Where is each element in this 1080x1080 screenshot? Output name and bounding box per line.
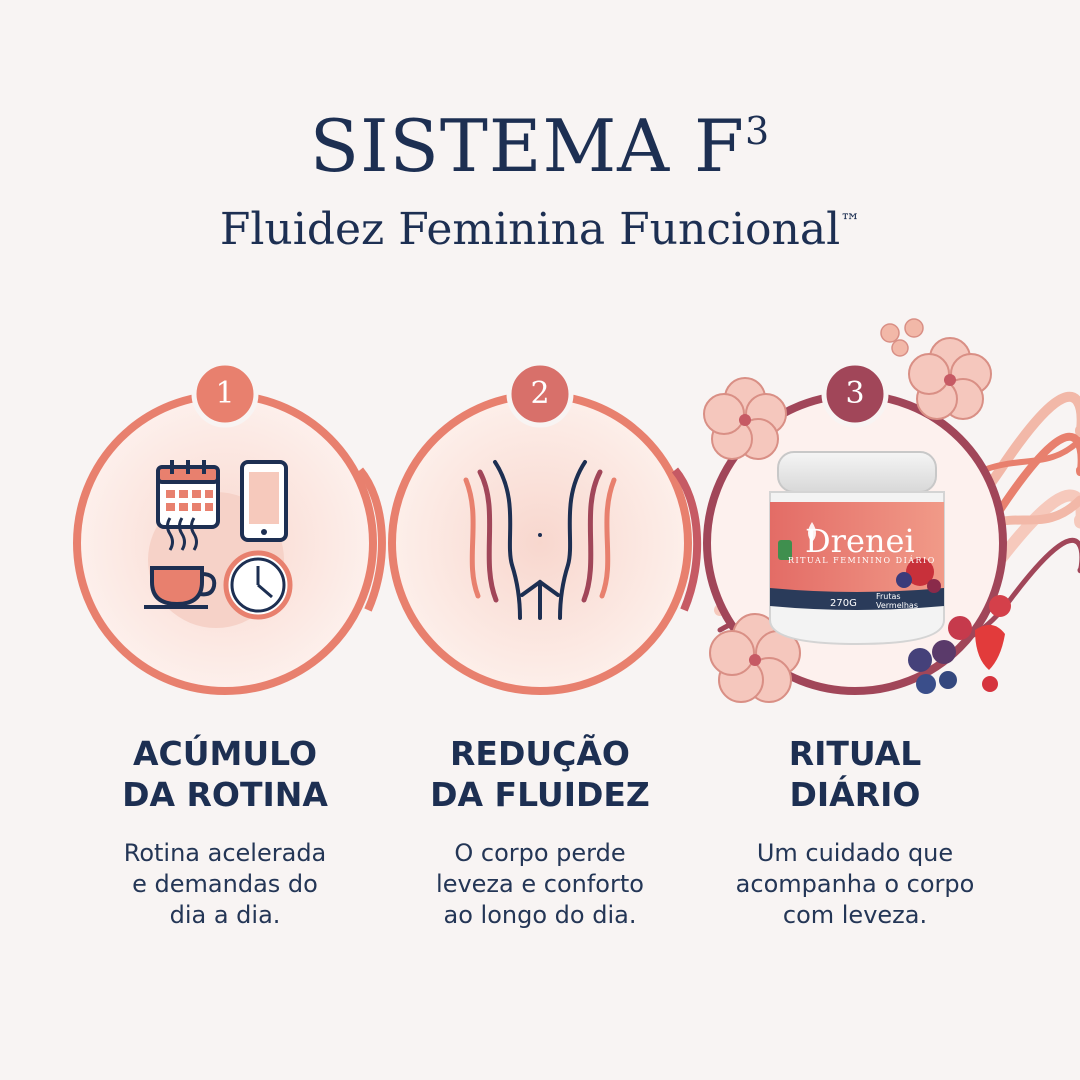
hibiscus-flower-icon — [703, 337, 992, 703]
page-subtitle: Fluidez Feminina Funcional™ — [219, 204, 861, 255]
clock-icon — [223, 550, 293, 620]
step-3-number: 3 — [845, 376, 865, 411]
coffee-cup-icon — [144, 517, 217, 609]
product-weight: 270G — [830, 598, 857, 609]
trademark-mark: ™ — [840, 209, 861, 233]
buds-icon — [880, 318, 924, 357]
connector-1-2 — [356, 467, 386, 612]
step-1-number: 1 — [215, 376, 235, 411]
step-3-heading: RITUAL DIÁRIO — [788, 734, 922, 815]
step-2-circle — [388, 391, 692, 695]
step-2-heading: REDUÇÃO DA FLUIDEZ — [430, 734, 650, 815]
connector-2-3 — [671, 467, 702, 612]
product-jar — [769, 451, 945, 646]
step-1-description: Rotina acelerada e demandas do dia a dia… — [123, 839, 327, 930]
step-3-description: Um cuidado que acompanha o corpo com lev… — [735, 839, 975, 930]
step-2-number: 2 — [530, 376, 550, 411]
step-1-heading: ACÚMULO DA ROTINA — [122, 734, 328, 815]
step-2-description: O corpo perde leveza e conforto ao longo… — [436, 839, 644, 930]
product-line: RITUAL FEMININO DIÁRIO — [788, 556, 936, 565]
step-3-badge — [821, 360, 889, 428]
step-2-badge — [506, 360, 574, 428]
smartphone-icon — [240, 460, 288, 542]
body-silhouette-icon — [463, 460, 617, 620]
page-title: SISTEMA F3 — [309, 104, 771, 188]
calendar-icon — [156, 460, 220, 529]
step-1-circle — [73, 391, 377, 695]
product-brand: Drenei — [805, 522, 915, 560]
berries-icon — [908, 595, 1011, 694]
product-flavor: Frutas Vermelhas — [876, 592, 918, 610]
title-superscript: 3 — [745, 109, 771, 153]
step-1-badge — [191, 360, 259, 428]
